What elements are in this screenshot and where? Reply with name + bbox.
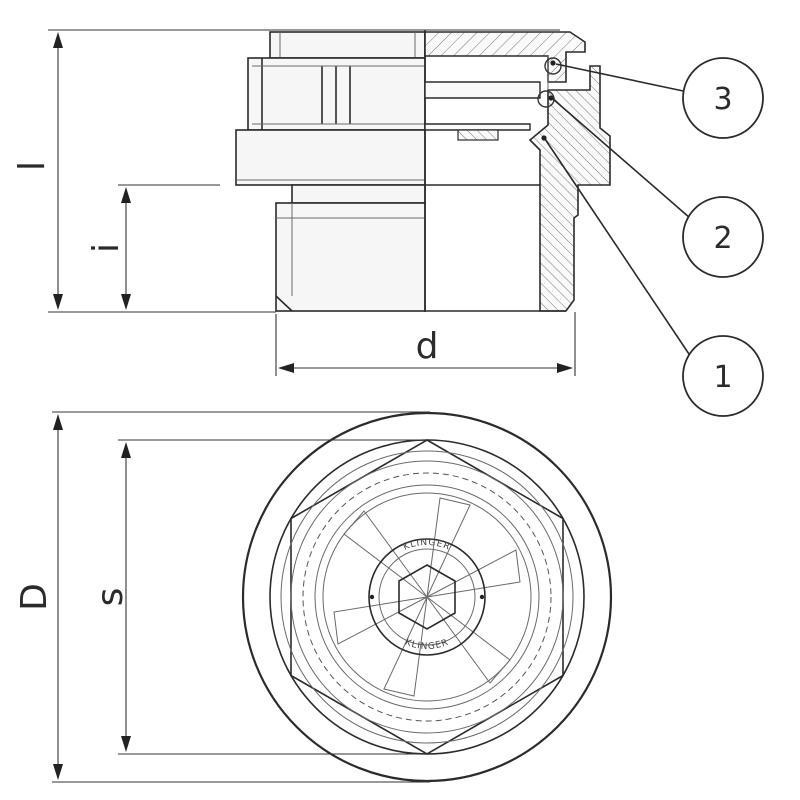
housing-section bbox=[528, 65, 611, 312]
spokes bbox=[333, 497, 521, 697]
neck bbox=[291, 184, 426, 204]
top-view: KLINGER KLINGER bbox=[241, 411, 613, 783]
dimension-i: i bbox=[86, 184, 220, 310]
dimension-d: d bbox=[275, 312, 576, 376]
dimension-label: d bbox=[416, 326, 439, 367]
callout-label: 2 bbox=[713, 221, 732, 256]
callout-label: 3 bbox=[713, 82, 732, 117]
callout-1: 1 bbox=[682, 335, 764, 417]
callout-leaders bbox=[544, 63, 694, 361]
side-view bbox=[235, 30, 611, 312]
dimension-label: l bbox=[12, 161, 53, 171]
brand-text-top: KLINGER bbox=[402, 538, 452, 553]
dimension-s: s bbox=[90, 439, 427, 755]
dimension-label: D bbox=[14, 583, 55, 611]
collar bbox=[235, 129, 426, 186]
callout-label: 1 bbox=[713, 360, 732, 395]
brand-text-bottom: KLINGER bbox=[403, 638, 450, 653]
dimension-D: D bbox=[14, 411, 430, 783]
dimension-l: l bbox=[12, 29, 560, 313]
top-cap bbox=[269, 31, 426, 59]
callout-2: 2 bbox=[682, 196, 764, 278]
thread-section bbox=[275, 202, 426, 312]
body-section bbox=[424, 81, 541, 99]
center-hex-socket bbox=[398, 564, 456, 630]
callout-3: 3 bbox=[682, 57, 764, 139]
cap-section bbox=[424, 31, 586, 83]
dimension-label: i bbox=[86, 243, 127, 253]
outer-rim bbox=[241, 411, 613, 783]
dimension-label: s bbox=[90, 588, 131, 607]
